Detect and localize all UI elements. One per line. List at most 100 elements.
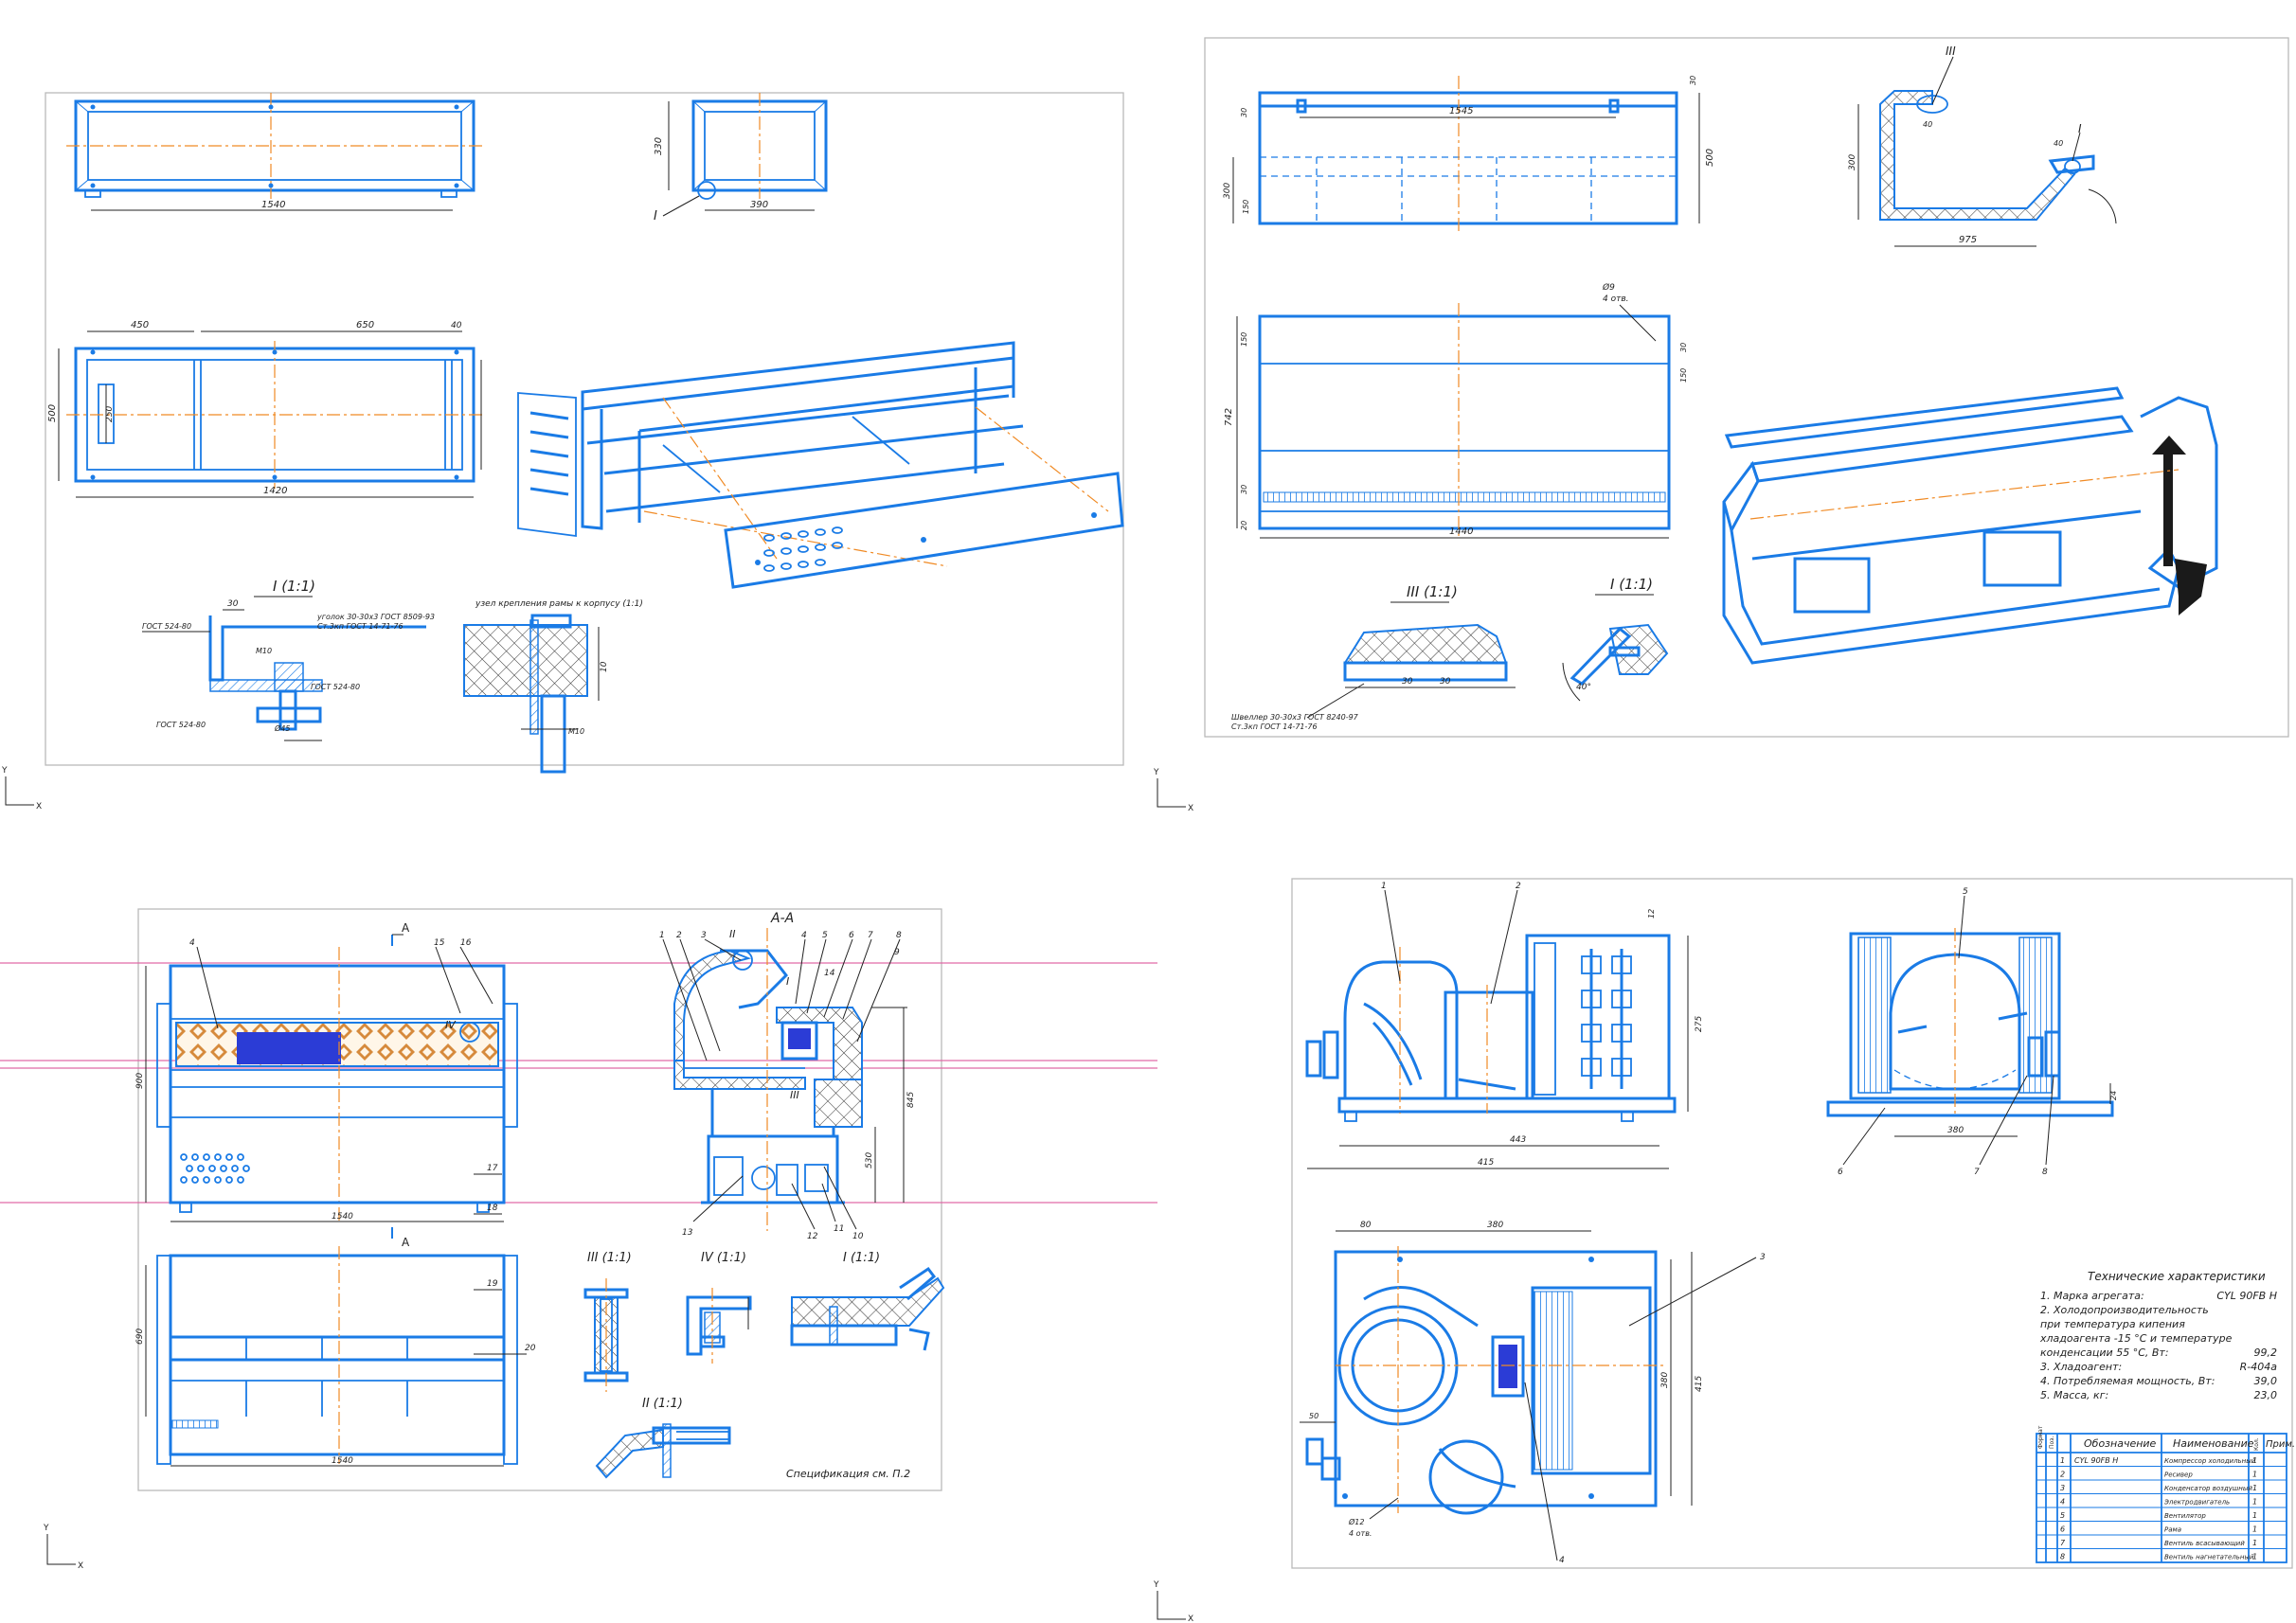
detail-I-angle-foot: I (1:1) 30 ГОСТ 524-80 уголок 30-30х3 ГО… [142, 578, 435, 741]
dim-150c: 150 [1679, 368, 1688, 383]
sheet-bottom-left: 1540 900 А А 4 15 16 IV 17 18 [0, 908, 1157, 1491]
spec-cell: 1 [2252, 1484, 2257, 1492]
detail-IV-bl-title: IV (1:1) [701, 1251, 746, 1265]
callout-I-aa: I [786, 975, 789, 988]
dim-30: 30 [227, 599, 239, 609]
ucs-x-label: X [1188, 804, 1193, 813]
pos-2: 2 [676, 931, 682, 940]
spec-cell: 6 [2060, 1525, 2065, 1534]
spec-cell: Конденсатор воздушный [2164, 1485, 2252, 1492]
sheet-frame [1291, 878, 2293, 1569]
callout-I: I [654, 209, 657, 223]
callout-III: III [1946, 45, 1956, 58]
spec-cell: 1 [2252, 1553, 2257, 1561]
bl-detail-II: II (1:1) [595, 1397, 731, 1479]
dim-390: 390 [750, 200, 768, 210]
tech-label: 2. Холодопроизводительность [2040, 1304, 2209, 1316]
frame-end-view: 330 390 I [654, 93, 828, 223]
pos-7: 7 [868, 931, 873, 940]
section-A-A: А-А 845 530 [659, 911, 916, 1241]
label-d9: Ø9 [1602, 282, 1615, 293]
dim-1440: 1440 [1449, 526, 1473, 537]
condenser-fins [1581, 949, 1632, 1089]
br-pos-5: 5 [1963, 887, 1968, 897]
dim-30b: 30 [1689, 76, 1697, 85]
spec-header-code: Обозначение [2084, 1437, 2157, 1450]
dim-30c: 30 [1240, 485, 1248, 494]
dim-250: 250 [105, 406, 115, 422]
dim-4holes: 4 отв. [1349, 1529, 1372, 1538]
callout-I-tr: I [2078, 122, 2082, 135]
ucs-x-label: X [36, 802, 42, 812]
pos-17: 17 [487, 1164, 498, 1173]
spec-header-name: Наименование [2173, 1437, 2254, 1450]
br-pos-3: 3 [1760, 1253, 1766, 1262]
pos-11: 11 [834, 1224, 844, 1234]
spec-cell: 2 [2060, 1471, 2065, 1479]
spec-cell: CYL 90FB H [2074, 1456, 2118, 1465]
pos-5: 5 [822, 931, 828, 940]
spec-header-qty: Кол. [2253, 1437, 2260, 1451]
dim-380c: 380 [1660, 1372, 1670, 1388]
detail-II-bl-title: II (1:1) [642, 1397, 683, 1411]
ucs-icon-3: Y X [43, 1524, 83, 1571]
dim-1420: 1420 [263, 486, 287, 496]
sheet-frame [137, 908, 942, 1491]
dim-bl-900: 900 [135, 1073, 145, 1089]
gost-label-5: Ст.3кп ГОСТ 14-71-76 [317, 622, 404, 631]
spec-cell: Компрессор холодильный [2164, 1457, 2256, 1465]
spec-cell: 4 [2060, 1498, 2065, 1507]
tech-label: при температура кипения [2040, 1318, 2185, 1330]
ucs-icon-1: Y X [1, 766, 42, 812]
label-m10: М10 [256, 647, 272, 655]
detail-III-bl-title: III (1:1) [587, 1251, 632, 1265]
dim-450: 450 [131, 320, 149, 330]
detail-III-title: III (1:1) [1407, 583, 1458, 600]
dim-30d: 30 [1679, 343, 1688, 352]
dim-50: 50 [1309, 1412, 1318, 1420]
ucs-y-label: Y [43, 1524, 49, 1533]
br-pos-1: 1 [1381, 882, 1387, 891]
spec-cell: Вентилятор [2164, 1512, 2206, 1520]
label-10: 10 [600, 661, 609, 672]
tech-title: Технические характеристики [2088, 1270, 2266, 1283]
cover-top-view: 1440 742 150 30 20 30 150 Ø9 4 отв. [1224, 282, 1688, 540]
detail-I-title-tr: I (1:1) [1610, 576, 1653, 593]
pos-8: 8 [896, 931, 902, 940]
section-title: А-А [770, 911, 794, 926]
spec-cell: 1 [2252, 1525, 2257, 1534]
gost-label-3: ГОСТ 524-80 [156, 721, 206, 729]
label-40deg: 40° [1576, 683, 1591, 692]
detail-I-title: I (1:1) [273, 578, 315, 595]
dim-742: 742 [1224, 408, 1234, 426]
dim-443: 443 [1510, 1135, 1526, 1145]
dim-275: 275 [1695, 1016, 1704, 1032]
frame-plan-view: 1540 [66, 93, 485, 211]
spec-cell: 1 [2252, 1471, 2257, 1479]
frame-fastening-section: узел крепления рамы к корпусу (1:1) 10 М… [463, 599, 643, 774]
pos-12: 12 [807, 1232, 818, 1241]
pos-3: 3 [701, 931, 707, 940]
dim-330: 330 [654, 137, 664, 155]
dim-tr-30b: 30 [1440, 677, 1451, 687]
dim-40: 40 [451, 321, 462, 330]
bl-detail-IV: IV (1:1) [686, 1251, 752, 1364]
label-m10-2: М10 [568, 727, 584, 736]
spec-cell: Вентиль нагнетательный [2164, 1554, 2254, 1561]
ucs-x-label: X [1188, 1614, 1193, 1623]
tech-label: хладоагента -15 °С и температуре [2039, 1332, 2233, 1345]
dim-150a: 150 [1242, 200, 1250, 214]
dim-300b: 300 [1848, 154, 1857, 170]
detail-I-bl-title: I (1:1) [843, 1251, 880, 1265]
tr-detail-III: III (1:1) 30 30 Швеллер 30-30х3 ГОСТ 824… [1231, 583, 1516, 731]
dim-tr-30a: 30 [1402, 677, 1413, 687]
pos-4: 4 [189, 938, 195, 948]
sheet-frame [45, 92, 1124, 766]
pos-14: 14 [824, 969, 835, 978]
condensing-unit-side-view: 380 24 5 6 7 8 [1826, 887, 2118, 1177]
tech-value: 23,0 [2254, 1389, 2278, 1401]
dim-300: 300 [1223, 183, 1232, 199]
pos-6: 6 [849, 931, 854, 940]
spec-cell: 5 [2060, 1511, 2065, 1520]
